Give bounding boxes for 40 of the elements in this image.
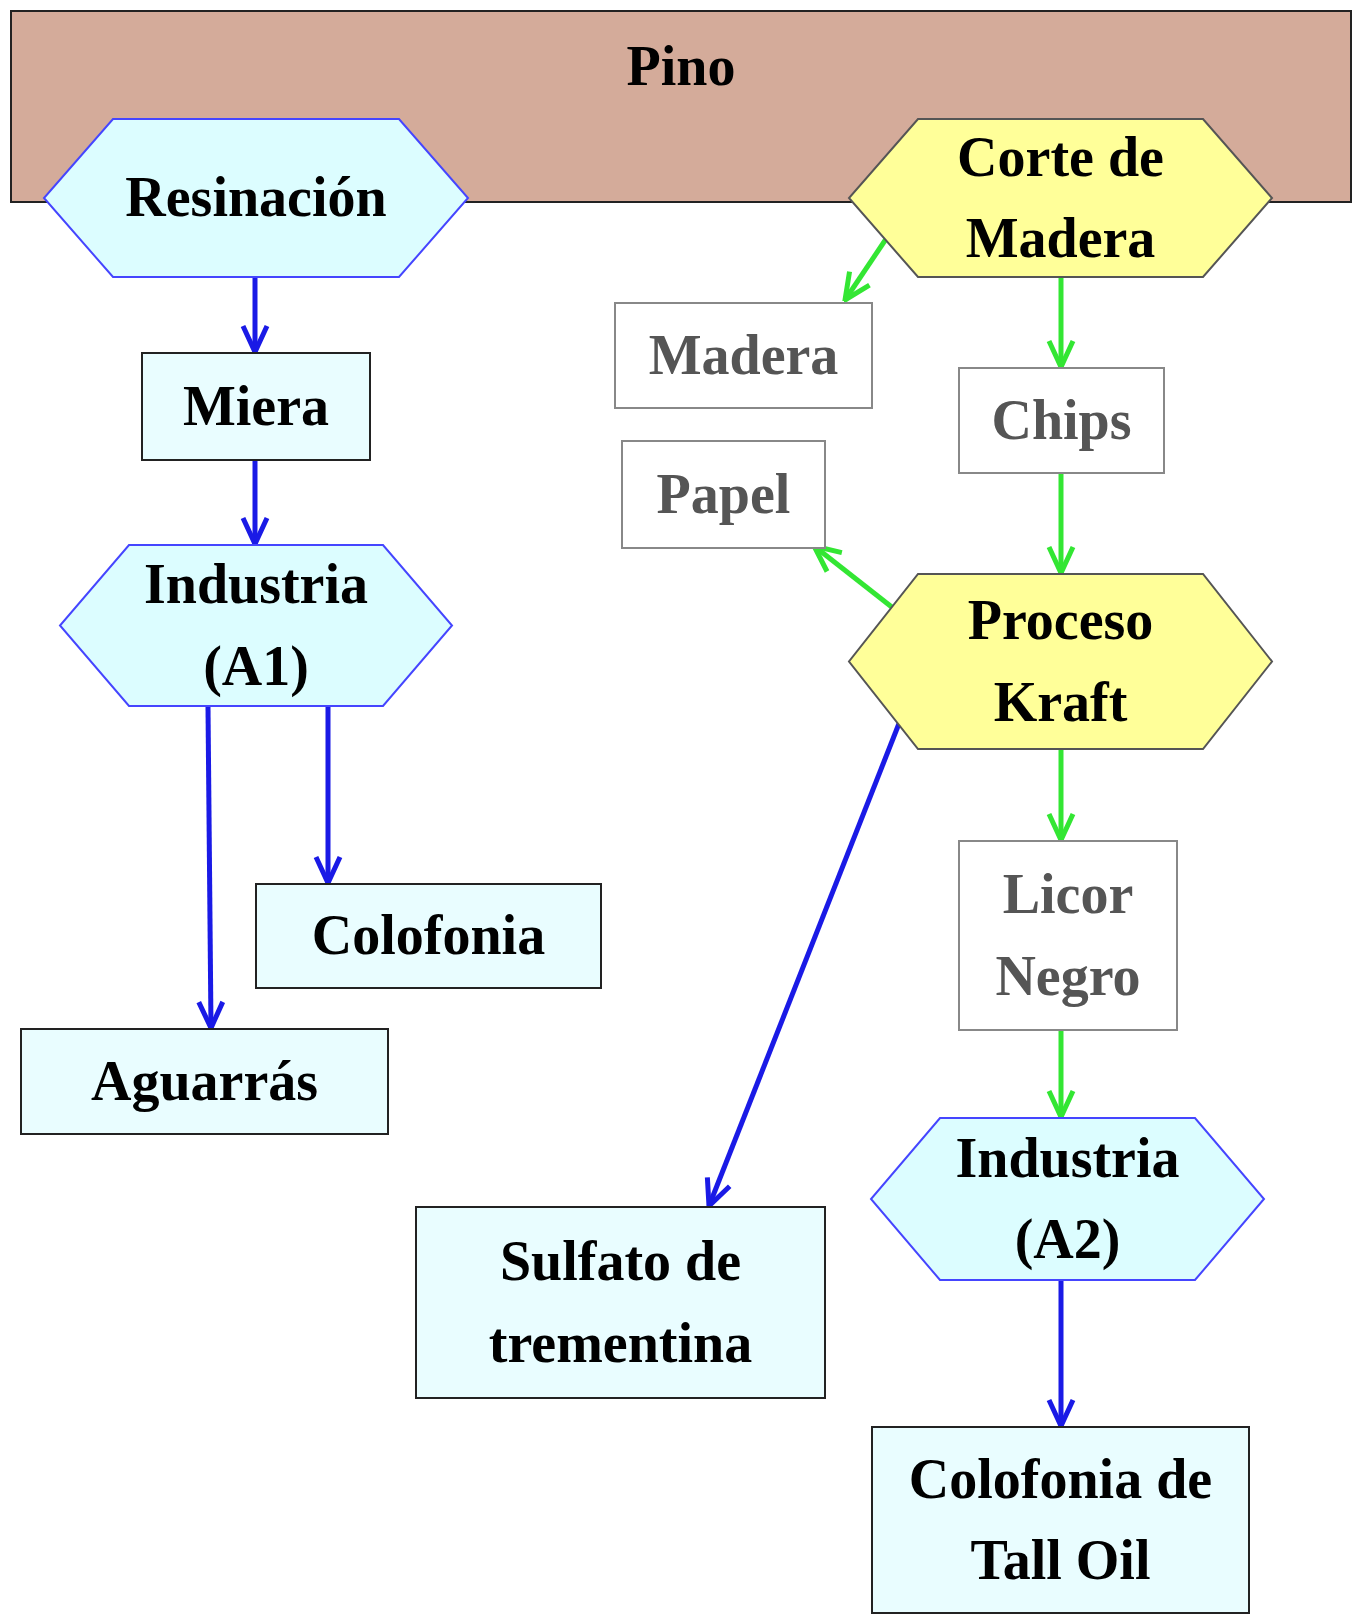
arrow [1046,1281,1076,1429]
arrow [240,461,270,547]
node-label: Licor Negro [994,862,1142,1009]
arrow [196,706,226,1031]
product-box [255,883,602,989]
product-box [141,352,371,461]
process-hexagon [59,544,453,707]
node-label: Pino [626,34,736,99]
process-hexagon [870,1117,1265,1281]
product-box [958,367,1165,474]
node-label: Sulfato de trementina [487,1229,754,1376]
product-box [614,302,873,409]
product-box [415,1206,826,1399]
node-label: Proceso Kraft [966,588,1155,735]
arrow [1046,474,1076,576]
arrow [1046,278,1076,370]
node-label: Colofonia [311,903,546,969]
node-label: Aguarrás [90,1048,319,1114]
arrow [842,237,889,303]
product-box [621,440,826,549]
node-label: Resinación [125,165,387,231]
process-hexagon [848,118,1273,278]
node-label: Colofonia de Tall Oil [907,1446,1214,1593]
node-label: Madera [648,322,839,388]
node-label: Papel [656,461,791,527]
node-label: Chips [991,387,1132,453]
arrow [1046,1031,1076,1120]
arrow [240,278,270,355]
product-box [20,1028,389,1135]
product-box [871,1426,1250,1614]
process-hexagon [848,573,1273,750]
arrow [313,707,343,886]
node-label: Miera [182,373,330,439]
process-hexagon [43,118,469,278]
arrow [811,543,895,610]
node-label: Industria (A2) [954,1125,1181,1272]
arrow [1046,750,1076,843]
product-box [958,840,1178,1031]
node-label: Corte de Madera [956,124,1165,271]
node-label: Industria (A1) [142,552,370,699]
